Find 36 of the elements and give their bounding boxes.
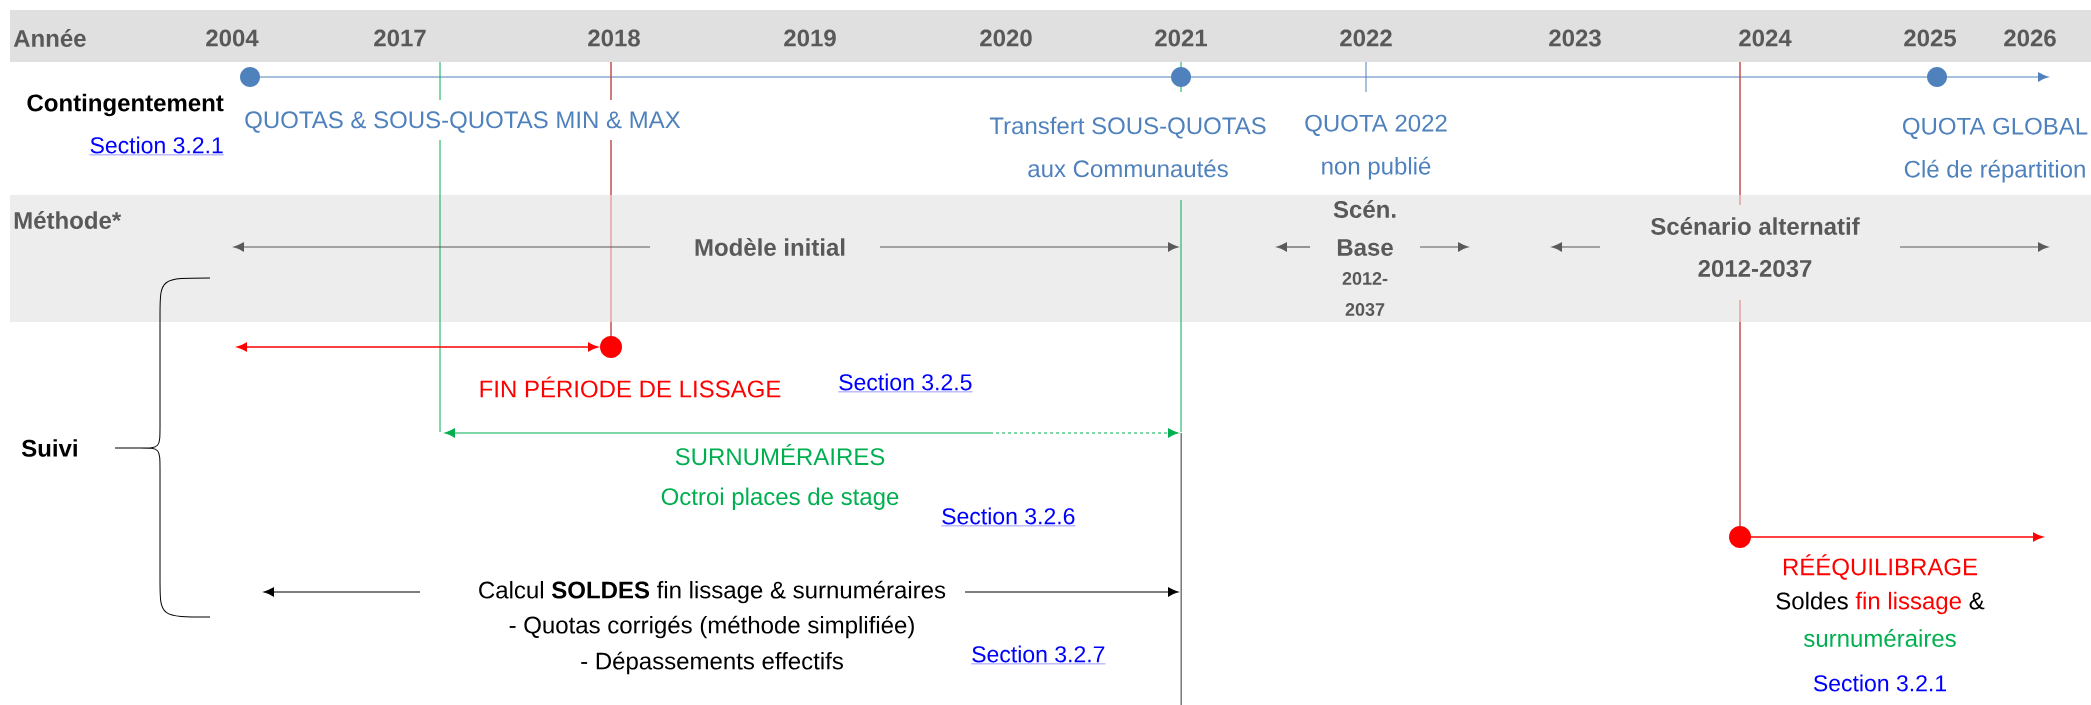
year-label: 2019 xyxy=(784,29,836,47)
event-label: QUOTA 2022 non publié xyxy=(1305,114,1447,180)
list-item: - Dépassements effectifs xyxy=(581,651,843,675)
year-label: 2022 xyxy=(1340,29,1392,47)
span-label: FIN PÉRIODE DE LISSAGE xyxy=(480,376,781,398)
event-label: QUOTA GLOBAL Clé de répartition xyxy=(1903,117,2088,183)
span-label: SURNUMÉRAIRES Octroi places de stage xyxy=(661,444,899,510)
span-label: Scén. Base xyxy=(1333,200,1396,256)
section-link: Section 3.2.6 xyxy=(941,507,1076,527)
span-label: Modèle initial xyxy=(695,238,845,256)
span-label: Calcul SOLDES fin lissage & surnuméraires xyxy=(479,580,946,604)
span-label: RÉÉQUILIBRAGE xyxy=(1783,554,1977,580)
year-label: 2004 xyxy=(206,29,259,47)
list-item: - Quotas corrigés (méthode simplifiée) xyxy=(509,615,914,639)
event-label: QUOTAS & SOUS-QUOTAS MIN & MAX xyxy=(245,111,681,133)
span-label: Scénario alternatif 2012-2037 xyxy=(1651,217,1860,277)
year-label: 2025 xyxy=(1904,29,1957,47)
year-label: 2023 xyxy=(1549,29,1601,47)
year-label: 2021 xyxy=(1155,29,1207,47)
event-label: Transfert SOUS-QUOTAS aux Communautés xyxy=(989,116,1266,178)
section-link: Section 3.2.5 xyxy=(838,373,973,393)
section-link: Section 3.2.7 xyxy=(971,645,1106,665)
span-label: surnuméraires xyxy=(1804,629,1956,647)
section-link: Section 3.2.1 xyxy=(89,136,224,156)
row-heading: Contingentement xyxy=(27,93,224,117)
row-heading: Année xyxy=(13,29,86,47)
year-label: 2024 xyxy=(1739,29,1792,47)
span-label: 2012- 2037 xyxy=(1342,272,1388,316)
year-label: 2026 xyxy=(2004,29,2056,47)
row-heading: Suivi xyxy=(21,439,77,457)
year-label: 2018 xyxy=(588,29,640,47)
span-label: Soldes fin lissage & xyxy=(1776,591,1985,615)
section-link: Section 3.2.1 xyxy=(1813,674,1946,692)
row-heading: Méthode* xyxy=(14,211,122,229)
year-label: 2020 xyxy=(980,29,1032,47)
year-label: 2017 xyxy=(374,29,426,47)
